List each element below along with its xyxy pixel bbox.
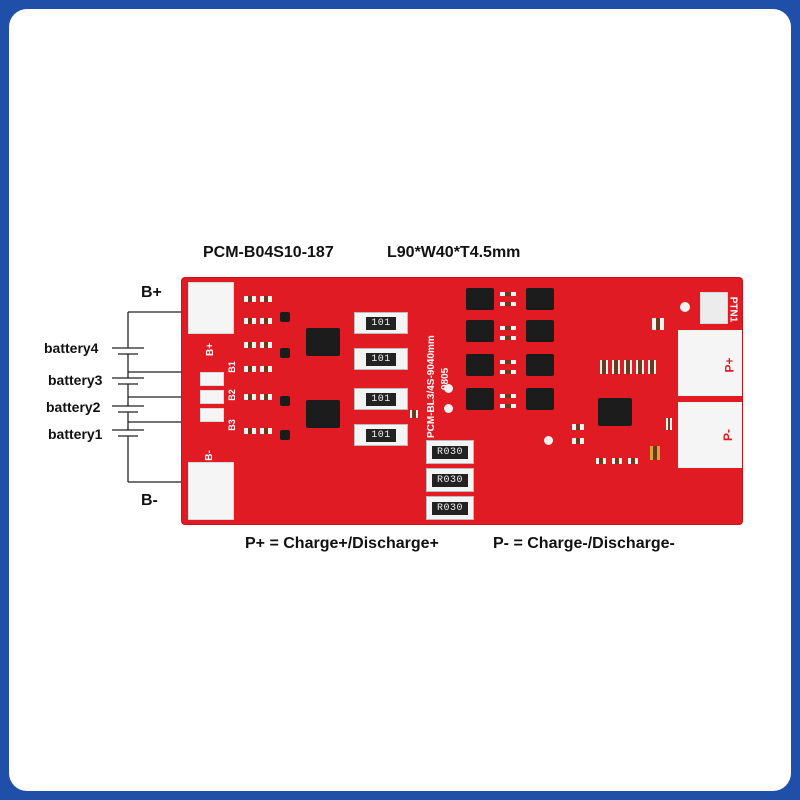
- smd-part: [612, 360, 620, 374]
- smd-part: [572, 424, 584, 430]
- pcb-board: B+ B1 B2 B3 B- 101 101 101 101 PCM-BL3/4…: [182, 278, 742, 524]
- via: [444, 404, 453, 413]
- smd-part: [500, 404, 516, 408]
- pad-p-plus: [678, 330, 742, 396]
- smd-part: [260, 366, 272, 372]
- smd-part: [244, 342, 256, 348]
- transistor: [280, 312, 290, 322]
- smd-part: [244, 296, 256, 302]
- smd-part: [596, 458, 606, 464]
- shunt-resistor: R030: [426, 468, 474, 492]
- smd-part: [628, 458, 638, 464]
- via: [680, 302, 690, 312]
- via: [544, 436, 553, 445]
- resistor-101-code: 101: [366, 428, 396, 442]
- shunt-resistor-code: R030: [431, 501, 468, 515]
- smd-part: [612, 458, 622, 464]
- pad-label-p-minus: P-: [721, 429, 735, 441]
- protection-ic-upper: [306, 328, 340, 356]
- smd-part: [500, 360, 516, 364]
- smd-part: [624, 360, 632, 374]
- b-plus-terminal-label: B+: [141, 284, 162, 301]
- transistor: [280, 348, 290, 358]
- resistor-101: 101: [354, 388, 408, 410]
- smd-part: [500, 292, 516, 296]
- smd-part: [600, 360, 608, 374]
- resistor-101: 101: [354, 312, 408, 334]
- pad-b-plus: [188, 282, 234, 334]
- dimensions-label: L90*W40*T4.5mm: [387, 244, 521, 261]
- smd-part: [572, 438, 584, 444]
- p-minus-legend: P- = Charge-/Discharge-: [493, 535, 675, 552]
- smd-part: [244, 394, 256, 400]
- connector-ptn1: [700, 292, 728, 324]
- pad-b2: [200, 390, 224, 404]
- pad-label-b1: B1: [226, 361, 237, 373]
- smd-part: [652, 318, 664, 330]
- battery4-label: battery4: [44, 340, 99, 356]
- mosfet: [526, 354, 554, 376]
- smd-part: [500, 370, 516, 374]
- smd-part: [666, 418, 672, 430]
- smd-part: [260, 318, 272, 324]
- battery2-label: battery2: [46, 399, 101, 415]
- connector-label: PTN1: [727, 296, 739, 323]
- pad-label-b2: B2: [226, 389, 237, 401]
- via: [444, 384, 453, 393]
- p-plus-legend: P+ = Charge+/Discharge+: [245, 535, 439, 552]
- smd-part: [260, 428, 272, 434]
- smd-part: [500, 326, 516, 330]
- smd-part: [500, 336, 516, 340]
- smd-part: [636, 360, 644, 374]
- protection-ic-lower: [306, 400, 340, 428]
- mosfet: [466, 320, 494, 342]
- smd-part: [244, 318, 256, 324]
- smd-part: [260, 296, 272, 302]
- smd-part: [260, 342, 272, 348]
- shunt-resistor: R030: [426, 496, 474, 520]
- smd-part: [244, 428, 256, 434]
- controller-ic: [598, 398, 632, 426]
- transistor: [280, 396, 290, 406]
- model-label: PCM-B04S10-187: [203, 244, 334, 261]
- shunt-resistor-code: R030: [431, 473, 468, 487]
- resistor-101-code: 101: [366, 352, 396, 366]
- smd-part: [650, 446, 660, 460]
- smd-part: [410, 410, 418, 418]
- smd-part: [500, 302, 516, 306]
- b-minus-terminal-label: B-: [141, 492, 158, 509]
- pad-label-b-minus: B-: [203, 450, 215, 461]
- mosfet: [466, 288, 494, 310]
- mosfet: [526, 320, 554, 342]
- resistor-101-code: 101: [366, 392, 396, 406]
- mosfet: [526, 388, 554, 410]
- smd-part: [648, 360, 656, 374]
- pad-b1: [200, 372, 224, 386]
- smd-part: [260, 394, 272, 400]
- pad-p-minus: [678, 402, 742, 468]
- pad-label-p-plus: P+: [722, 357, 737, 373]
- resistor-101: 101: [354, 424, 408, 446]
- battery3-label: battery3: [48, 372, 103, 388]
- mosfet: [526, 288, 554, 310]
- pad-label-b-plus: B+: [205, 342, 217, 357]
- resistor-101: 101: [354, 348, 408, 370]
- smd-part: [244, 366, 256, 372]
- pad-b-minus: [188, 462, 234, 520]
- shunt-resistor: R030: [426, 440, 474, 464]
- pad-label-b3: B3: [226, 419, 237, 431]
- pad-b3: [200, 408, 224, 422]
- shunt-resistor-code: R030: [431, 445, 468, 459]
- board-id: PCM-BL3/4S-9040mm: [426, 335, 437, 438]
- mosfet: [466, 388, 494, 410]
- resistor-101-code: 101: [366, 316, 396, 330]
- mosfet: [466, 354, 494, 376]
- transistor: [280, 430, 290, 440]
- battery1-label: battery1: [48, 426, 103, 442]
- smd-part: [500, 394, 516, 398]
